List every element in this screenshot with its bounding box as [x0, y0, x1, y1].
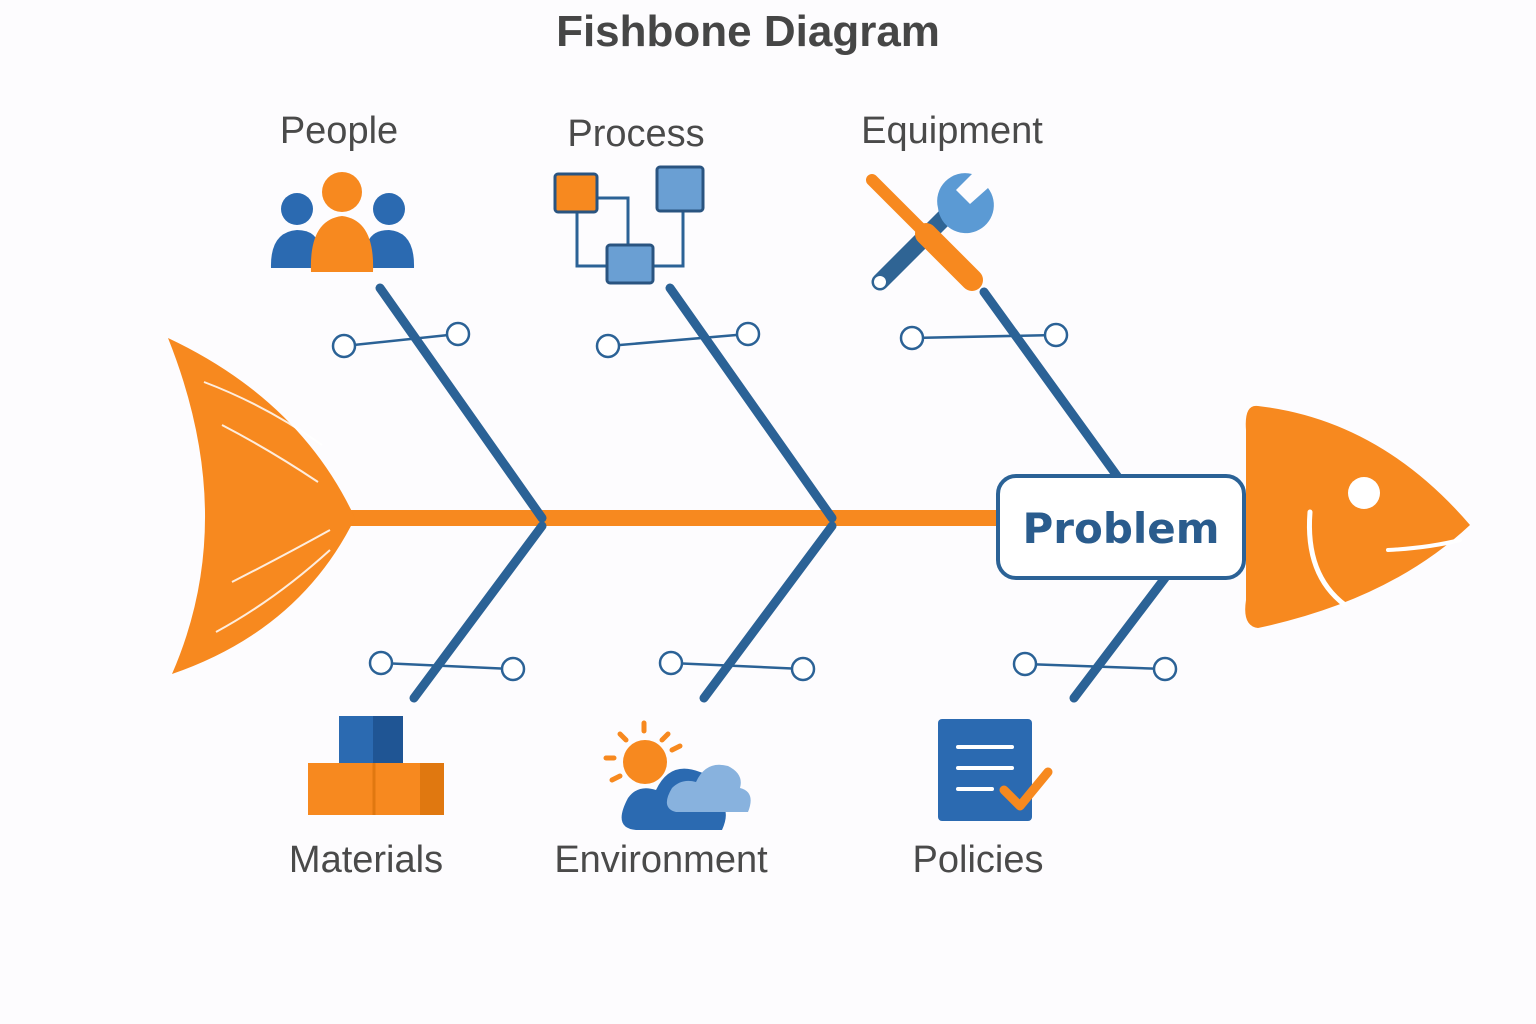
- bone-equipment: [899, 287, 1125, 485]
- fish-head: [1245, 405, 1470, 628]
- label-policies: Policies: [913, 839, 1044, 881]
- node-circle: [735, 321, 761, 347]
- label-materials: Materials: [289, 839, 443, 881]
- label-environment: Environment: [554, 839, 768, 881]
- stacked-boxes-icon: [308, 716, 444, 815]
- bone-policies: [1012, 573, 1178, 703]
- bone-materials: [368, 521, 547, 703]
- problem-label: Problem: [1022, 504, 1219, 553]
- people-group-icon: [270, 172, 415, 272]
- bone-environment: [658, 521, 837, 703]
- node-circle: [1152, 656, 1178, 682]
- node-circle: [899, 325, 925, 351]
- node-circle: [368, 650, 394, 676]
- diagram-title: Fishbone Diagram: [556, 7, 940, 56]
- node-circle: [1043, 322, 1069, 348]
- label-equipment: Equipment: [861, 110, 1043, 152]
- node-circle: [500, 656, 526, 682]
- bone-process: [595, 283, 837, 523]
- label-process: Process: [567, 113, 704, 155]
- label-people: People: [280, 110, 398, 152]
- process-flow-icon: [553, 165, 705, 285]
- problem-box: Problem: [996, 474, 1246, 580]
- node-circle: [658, 650, 684, 676]
- node-circle: [331, 333, 357, 359]
- node-circle: [595, 333, 621, 359]
- checklist-document-icon: [938, 719, 1053, 821]
- fish-eye: [1348, 477, 1380, 509]
- bone-people: [331, 283, 547, 523]
- wrench-screwdriver-icon: [866, 173, 994, 291]
- sun-cloud-icon: [603, 720, 751, 830]
- node-circle: [790, 656, 816, 682]
- node-circle: [1012, 651, 1038, 677]
- fish-tail: [168, 338, 355, 674]
- node-circle: [445, 321, 471, 347]
